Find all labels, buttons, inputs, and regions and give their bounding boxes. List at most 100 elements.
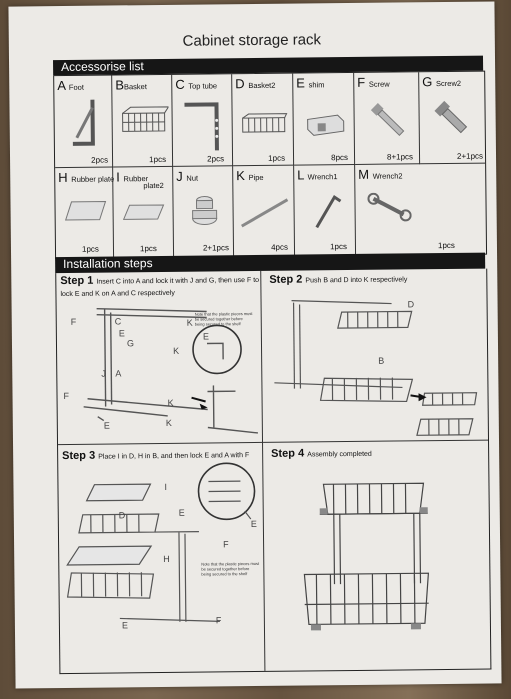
part-qty: 2pcs — [91, 155, 109, 165]
part-letter: A — [57, 77, 66, 94]
diagram-label: B — [378, 355, 385, 366]
step-note: Note that the plastic pieces must be sec… — [194, 311, 253, 327]
part-qty: 2+1pcs — [202, 243, 230, 253]
part-qty: 4pcs — [271, 242, 289, 252]
diagram-label: F — [223, 539, 229, 550]
part-qty: 2pcs — [207, 154, 225, 164]
step-1-panel: Step 1 Insert C into A and lock it with … — [56, 270, 264, 446]
part-name: Wrench2 — [372, 171, 403, 181]
nut-icon — [192, 196, 218, 226]
part-letter: F — [357, 74, 366, 90]
step-number: Step 4 — [271, 447, 305, 460]
part-cell-b: BBasket 1pcs — [112, 74, 174, 168]
diagram-label: K — [186, 317, 193, 328]
part-name: Foot — [68, 82, 84, 92]
small-basket-icon — [242, 113, 288, 133]
part-qty: 8+1pcs — [386, 152, 414, 162]
screw-icon — [370, 103, 405, 137]
part-name: Basket — [123, 82, 147, 92]
diagram-label: F — [63, 390, 70, 402]
part-name: Basket2 — [248, 80, 276, 91]
part-cell-a: A Foot 2pcs — [54, 75, 114, 169]
part-letter: C — [175, 76, 185, 92]
step-number: Step 1 — [60, 274, 94, 288]
part-name: Wrench1 — [307, 172, 338, 182]
step-1-diagram — [83, 307, 258, 434]
part-name: Top tube — [188, 81, 218, 91]
part-letter: M — [358, 166, 370, 182]
part-letter: G — [422, 74, 433, 90]
diagram-label: D — [407, 299, 415, 310]
part-letter: J — [176, 168, 183, 184]
diagram-label: K — [165, 417, 172, 428]
part-qty: 1pcs — [149, 154, 167, 165]
part-letter: B — [115, 77, 125, 93]
step-number: Step 2 — [269, 273, 303, 286]
part-letter: I — [116, 169, 120, 185]
step-instruction: Assembly completed — [307, 450, 372, 459]
diagram-label: C — [114, 316, 122, 327]
diagram-label: E — [118, 328, 125, 339]
part-cell-g: G Screw2 2+1pcs — [419, 71, 486, 165]
diagram-label: E — [103, 420, 110, 431]
step-3-panel: Step 3 Place I in D, H in B, and then lo… — [58, 442, 266, 674]
rubber-plate2-icon — [122, 204, 165, 220]
diagram-label: H — [163, 553, 170, 564]
step-number: Step 3 — [62, 449, 96, 463]
part-cell-e: E shim 8pcs — [293, 72, 356, 166]
installation-header: Installation steps — [63, 256, 153, 272]
wire-basket-icon — [122, 106, 169, 132]
part-name: Screw — [368, 79, 390, 89]
diagram-label: E — [202, 331, 209, 342]
part-qty: 2+1pcs — [456, 151, 484, 161]
part-qty: 1pcs — [330, 242, 348, 252]
diagram-label: E — [121, 620, 128, 631]
part-name: Rubber plate — [71, 174, 115, 184]
screw2-icon — [434, 100, 468, 134]
part-qty: 8pcs — [331, 153, 349, 163]
step-4-panel: Step 4 Assembly completed — [263, 441, 490, 671]
diagram-label: F — [215, 615, 222, 626]
part-letter: E — [296, 75, 306, 91]
step-instruction: Place I in D, H in B, and then lock E an… — [98, 452, 250, 461]
step-note: Note that the plastic pieces must be sec… — [201, 560, 260, 577]
document-title: Cabinet storage rack — [182, 31, 322, 50]
part-cell-f: F Screw 8+1pcs — [354, 72, 421, 165]
foot-bracket-icon — [72, 99, 95, 146]
part-name: shim — [308, 80, 325, 90]
part-cell-i: I Rubber plate2 1pcs — [113, 166, 175, 258]
diagram-label: I — [164, 481, 168, 492]
part-name: Nut — [186, 173, 199, 183]
diagram-label: K — [173, 345, 180, 356]
part-letter: H — [58, 169, 68, 186]
part-qty: 1pcs — [437, 240, 455, 251]
allen-wrench-icon — [315, 195, 342, 229]
part-letter: D — [235, 76, 245, 92]
step-2-diagram — [274, 300, 478, 436]
part-letter: K — [236, 168, 245, 184]
part-name: Pipe — [248, 172, 264, 183]
pipe-icon — [241, 198, 289, 228]
diagram-label: K — [167, 397, 174, 408]
step-4-diagram — [303, 482, 430, 631]
open-wrench-icon — [367, 192, 412, 222]
part-cell-k: K Pipe 4pcs — [233, 165, 296, 257]
rubber-plate-icon — [64, 201, 107, 221]
step-3-diagram — [66, 462, 256, 622]
part-cell-j: J Nut 2+1pcs — [173, 166, 235, 257]
part-qty: 1pcs — [81, 244, 99, 254]
diagram-label: E — [178, 507, 185, 518]
accessories-header: Accessorise list — [61, 59, 144, 75]
part-name: Screw2 — [435, 78, 462, 89]
instruction-sheet: Cabinet storage rack Accessorise list A … — [8, 1, 502, 689]
part-letter: L — [297, 167, 305, 183]
diagram-label: F — [70, 316, 77, 327]
shim-icon — [307, 114, 345, 136]
diagram-label: A — [115, 368, 122, 379]
part-cell-m: M Wrench2 1pcs — [355, 164, 486, 255]
accessories-grid: A Foot 2pcs BBasket 1pcs C Top tube 2pcs… — [53, 70, 488, 260]
step-instruction: Push B and D into K respectively — [305, 276, 408, 285]
part-cell-l: L Wrench1 1pcs — [294, 164, 357, 256]
part-cell-c: C Top tube 2pcs — [172, 74, 234, 167]
diagram-label: J — [101, 368, 106, 379]
